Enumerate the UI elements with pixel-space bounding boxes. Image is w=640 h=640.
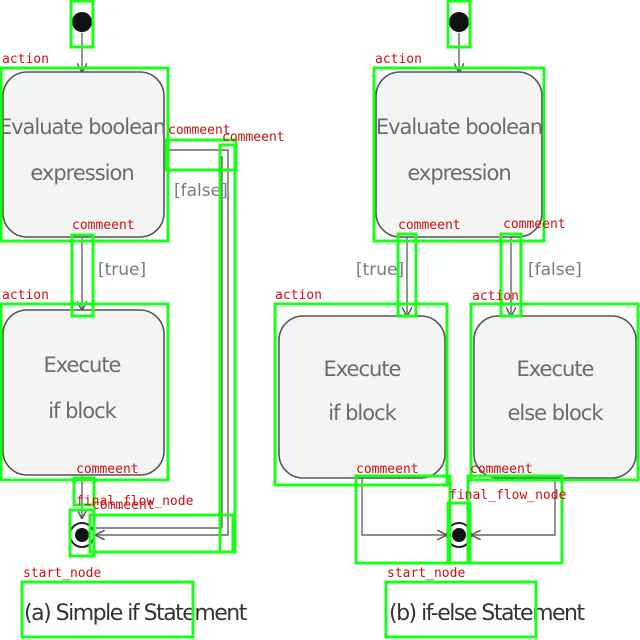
- action-b-execute-if-line1: Execute: [324, 357, 401, 381]
- initial-node-a: [72, 12, 92, 32]
- final-node-b-inner: [452, 528, 466, 542]
- annotation-label-action: action: [375, 52, 422, 67]
- annotation-label-comment: commeent: [72, 218, 135, 233]
- annotation-label-comment: commeent: [222, 130, 285, 145]
- annotation-box-comment-b2: [499, 232, 523, 318]
- edge-b-if-final: [361, 478, 446, 535]
- annotation-box-comment-b4: [466, 474, 564, 565]
- guard-b-true: [true]: [356, 260, 404, 280]
- annotation-label-action: action: [2, 288, 49, 303]
- annotation-label-comment: commeent: [168, 123, 231, 138]
- action-b-execute-else-line2: else block: [507, 401, 604, 425]
- annotation-label-action: action: [275, 288, 322, 303]
- final-node-a-inner: [75, 528, 89, 542]
- annotation-label-comment: commeent: [398, 218, 461, 233]
- action-a-evaluate-line1: Evaluate boolean: [0, 115, 165, 139]
- annotation-box-comment-b1: [396, 232, 418, 318]
- annotation-box-action-b3: [469, 302, 640, 482]
- annotation-box-caption-b: [384, 580, 538, 639]
- annotation-label-final-flow-node: final_flow_node: [76, 494, 194, 509]
- guard-a-true: [true]: [98, 260, 146, 280]
- guard-b-false: [false]: [528, 260, 582, 280]
- annotation-box-comment-b3: [354, 474, 452, 565]
- annotation-box-comment-a4: [72, 476, 96, 507]
- annotation-box-action-b1: [372, 66, 546, 243]
- action-b-execute-else-line1: Execute: [517, 357, 594, 381]
- annotation-label-comment: commeent: [503, 217, 566, 232]
- annotation-label-start-node: start_node: [23, 566, 101, 581]
- edge-b-else-final: [472, 478, 556, 535]
- annotation-box-start-b: [446, 0, 472, 49]
- diagram-a: Evaluate boolean expression [true] Execu…: [0, 12, 249, 626]
- action-a-evaluate-line2: expression: [30, 161, 133, 185]
- annotation-label-action: action: [2, 52, 49, 67]
- action-b-execute-if: [278, 315, 446, 479]
- annotation-box-action-a1: [0, 66, 170, 243]
- action-b-execute-if-line2: if block: [328, 401, 397, 425]
- annotation-box-final-a: [68, 508, 96, 558]
- edge-a-false: [96, 149, 229, 535]
- action-a-execute-if: [2, 309, 165, 476]
- annotation-label-comment: commeent: [470, 462, 533, 477]
- action-b-evaluate-line2: expression: [407, 161, 510, 185]
- action-b-evaluate-line1: Evaluate boolean: [376, 115, 542, 139]
- annotation-label-comment: commeent: [92, 498, 155, 513]
- annotation-box-action-a2: [0, 302, 170, 482]
- action-a-execute-if-line2: if block: [48, 399, 117, 423]
- annotation-label-comment: commeent: [76, 462, 139, 477]
- annotation-box-comment-a3: [70, 233, 95, 318]
- action-a-execute-if-line1: Execute: [44, 353, 121, 377]
- annotation-label-final-flow-node: final_flow_node: [449, 488, 567, 503]
- annotation-box-action-b2: [273, 302, 449, 487]
- annotation-label-action: action: [472, 289, 519, 304]
- annotation-label-start-node: start_node: [387, 566, 465, 581]
- annotation-label-comment: commeent: [356, 462, 419, 477]
- annotation-box-comment-a5: [88, 513, 235, 554]
- caption-a: (a) Simple if Statement: [24, 601, 248, 626]
- action-b-evaluate: [375, 71, 543, 238]
- annotation-box-caption-a: [20, 580, 195, 639]
- initial-node-b: [449, 12, 469, 32]
- guard-a-false: [false]: [174, 181, 228, 201]
- action-a-evaluate: [2, 71, 165, 238]
- action-b-execute-else: [473, 315, 637, 479]
- caption-b: (b) if-else Statement: [389, 601, 585, 626]
- annotation-box-final-b: [446, 501, 472, 565]
- annotation-box-start-a: [69, 0, 95, 49]
- diagram-b: Evaluate boolean expression [true] [fals…: [278, 12, 637, 626]
